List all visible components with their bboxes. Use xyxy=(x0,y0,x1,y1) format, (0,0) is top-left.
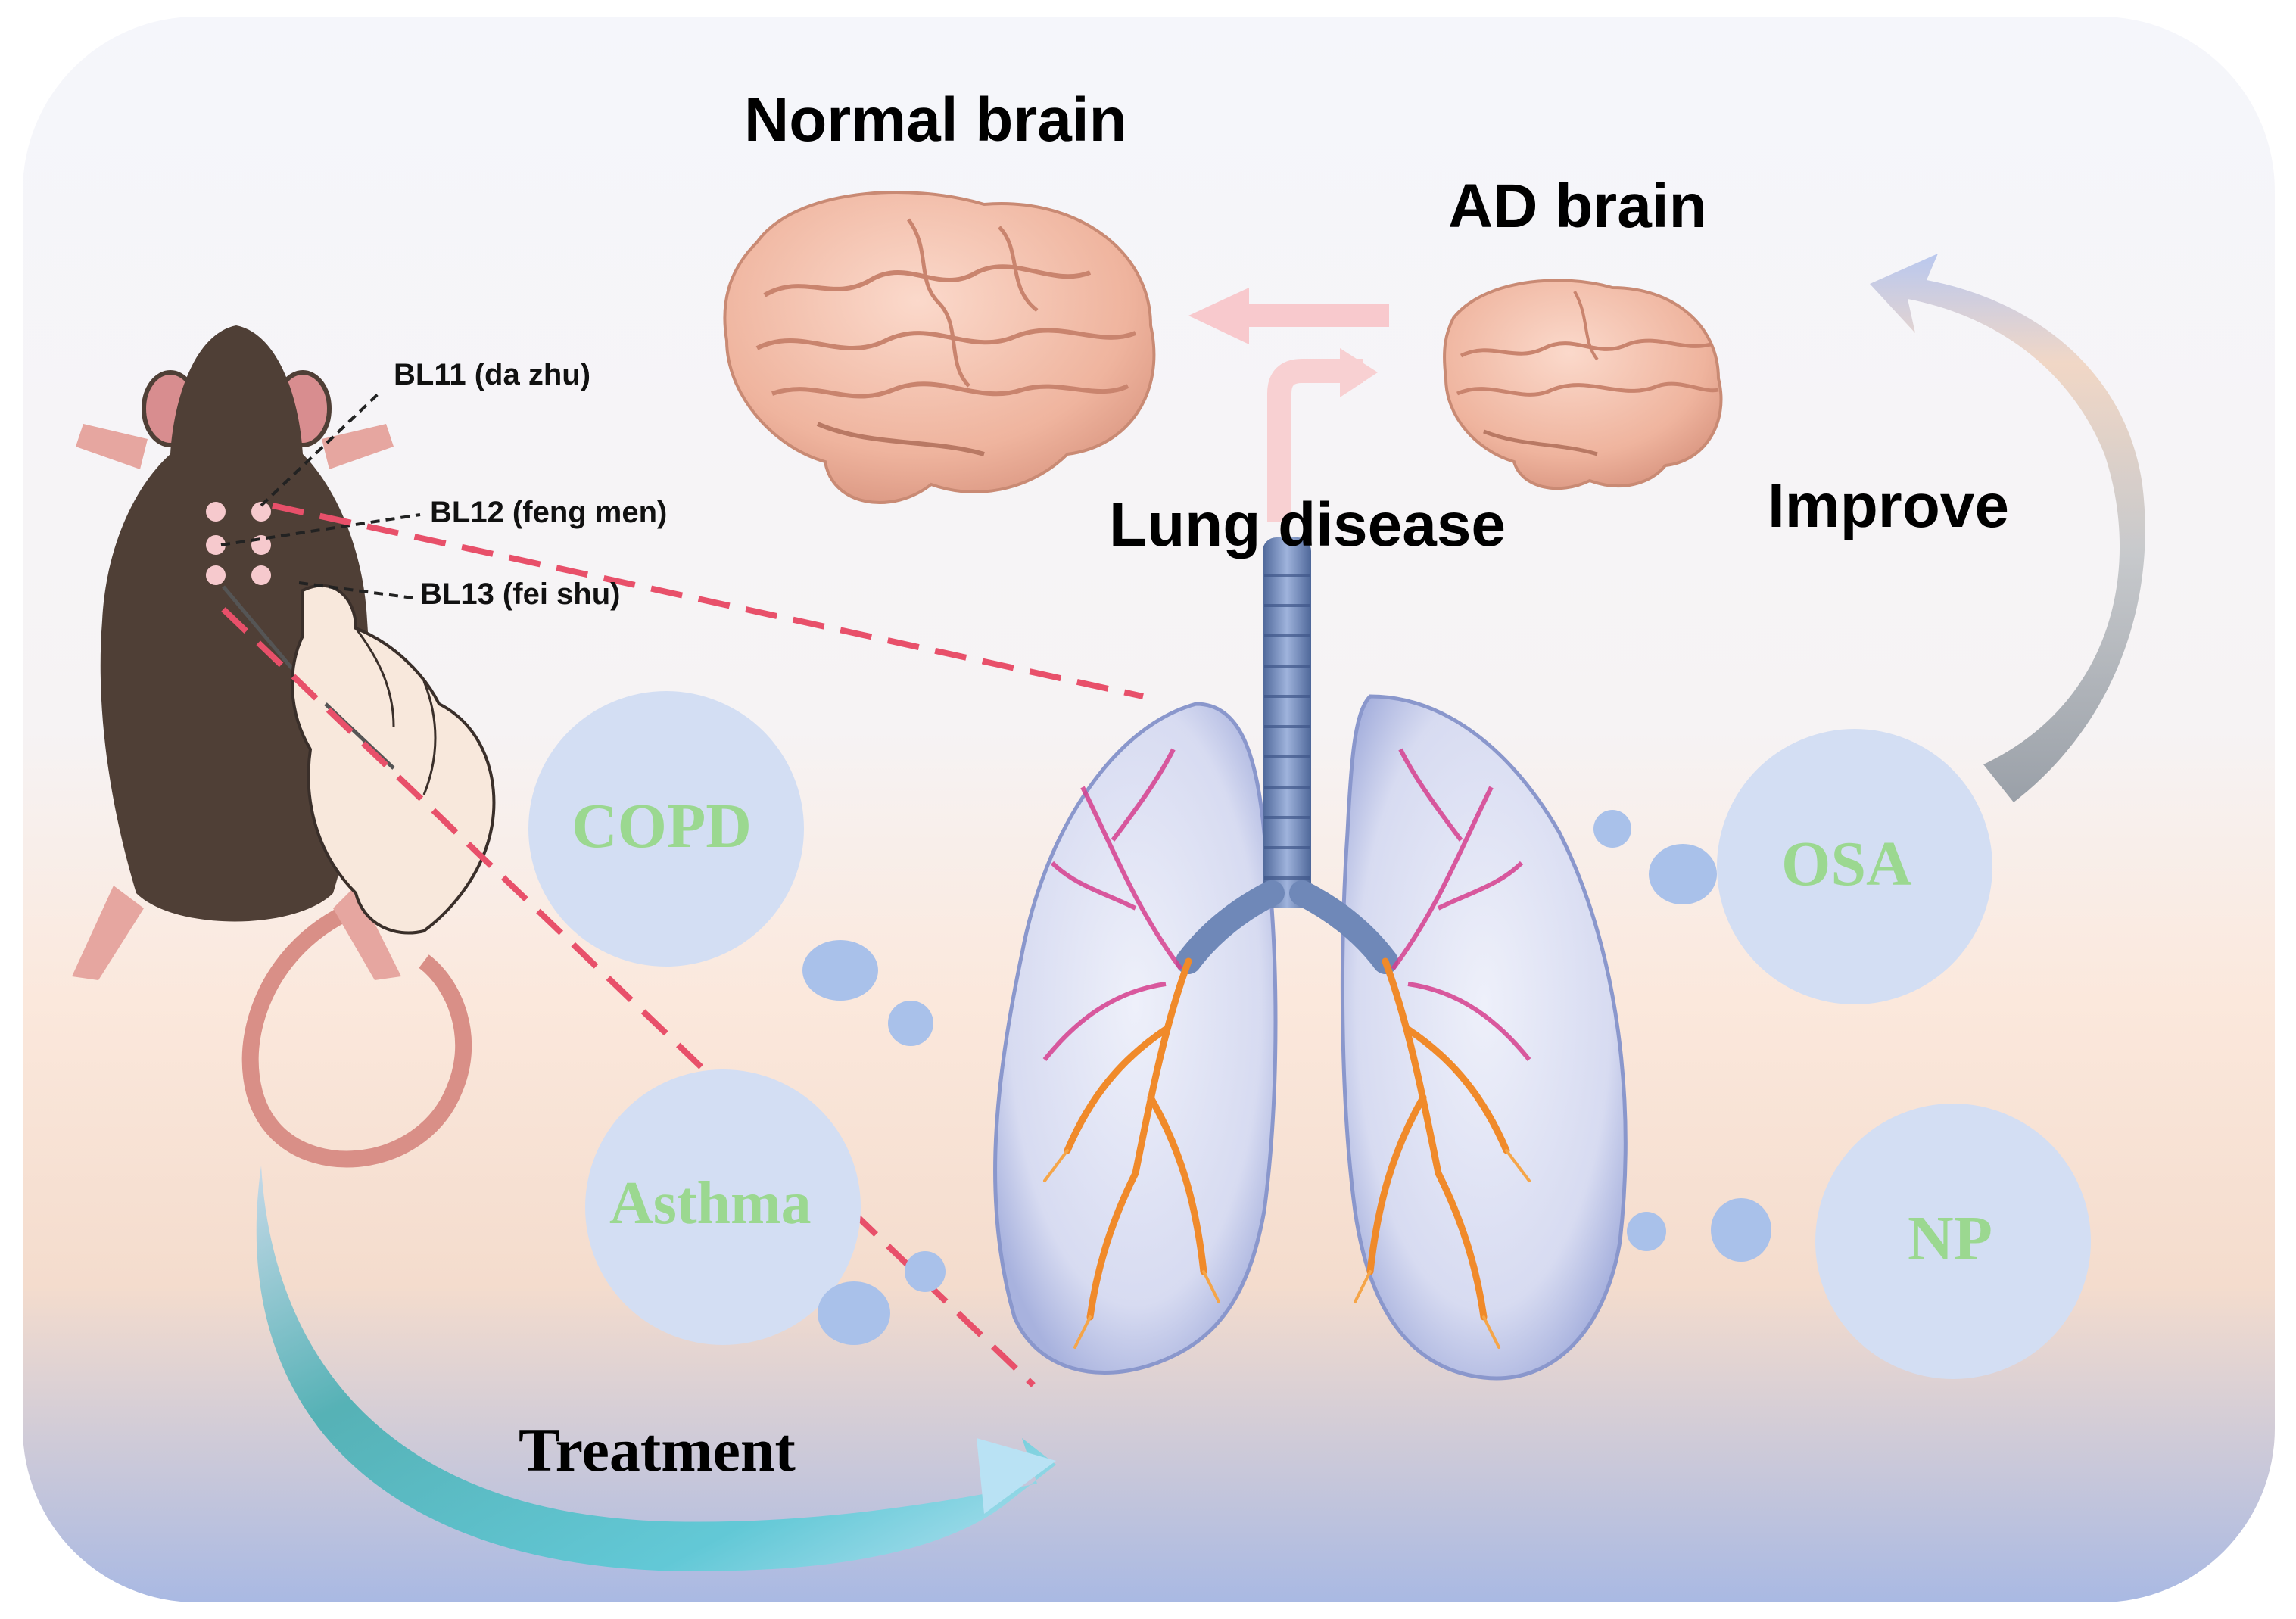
osa-circle xyxy=(1717,729,1992,1004)
bubbles xyxy=(802,810,1771,1345)
acupoint-label-bl13: BL13 (fei shu) xyxy=(420,578,621,611)
disease-label-copd: COPD xyxy=(572,791,752,861)
lung-image xyxy=(993,537,1628,1381)
disease-label-asthma: Asthma xyxy=(609,1170,812,1237)
ad-brain-title: AD brain xyxy=(1448,172,1707,241)
improve-arrow xyxy=(1870,254,2145,802)
acupoint-label-bl11: BL11 (da zhu) xyxy=(394,358,591,391)
treatment-label: Treatment xyxy=(519,1415,796,1484)
zoom-lines xyxy=(221,503,1144,1387)
arrow-icon xyxy=(1188,288,1389,522)
asthma-circle xyxy=(585,1069,861,1345)
acupoint-label-bl12: BL12 (feng men) xyxy=(430,496,668,529)
disease-label-np: NP xyxy=(1908,1203,1992,1274)
normal-brain-title: Normal brain xyxy=(744,86,1127,154)
lung-disease-title: Lung disease xyxy=(1109,490,1506,559)
copd-circle xyxy=(528,691,804,967)
improve-label: Improve xyxy=(1768,472,2009,540)
np-circle xyxy=(1815,1104,2091,1379)
normal-brain-image xyxy=(723,191,1156,504)
treatment-arrow xyxy=(256,1166,1056,1571)
ad-brain-image xyxy=(1443,279,1723,490)
disease-label-osa: OSA xyxy=(1781,829,1912,899)
disease-circles xyxy=(528,691,2091,1379)
acupoint-leader-lines xyxy=(220,392,421,599)
